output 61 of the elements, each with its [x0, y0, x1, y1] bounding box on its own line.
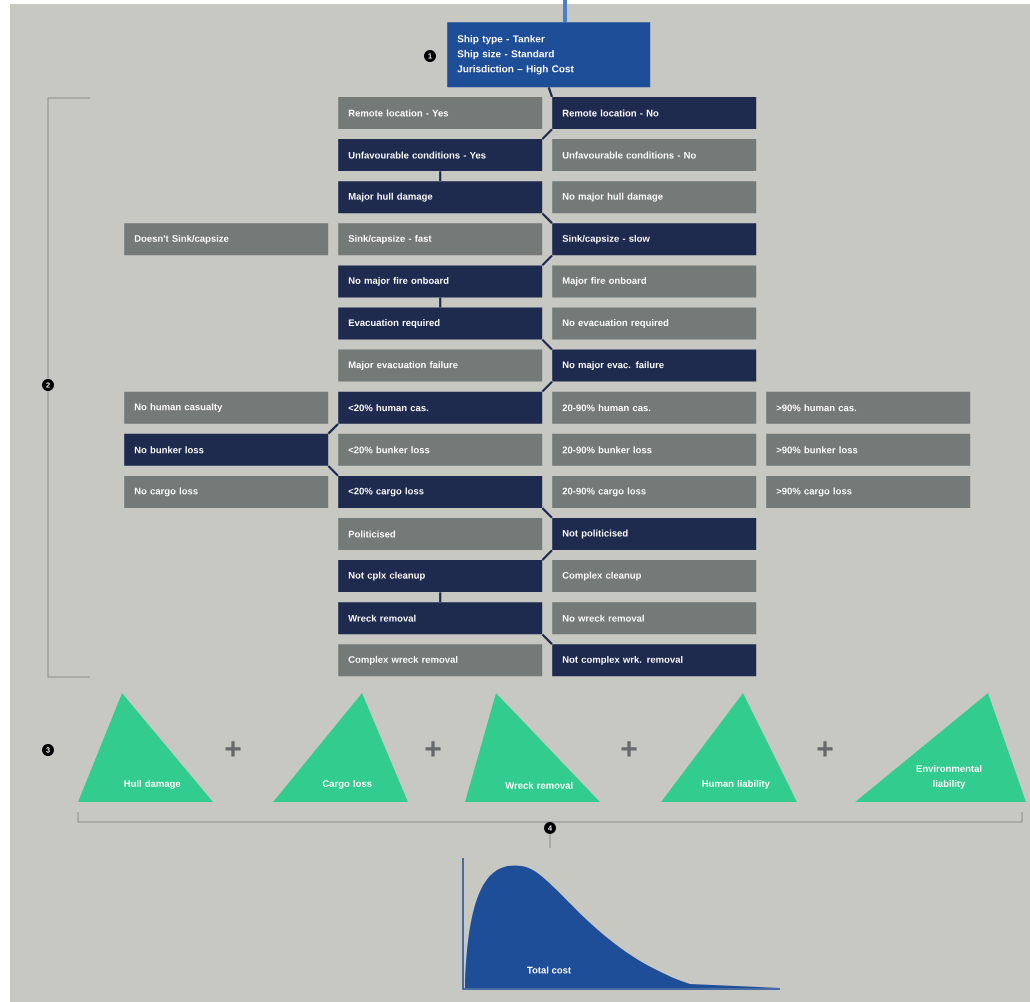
option-box: No major evac. failure — [552, 349, 757, 382]
connector-line — [541, 633, 553, 645]
plus-sign: + — [817, 741, 833, 757]
triangle-label: Environmental liability — [916, 764, 982, 789]
connector-line — [327, 423, 339, 435]
plus-sign: + — [621, 741, 637, 757]
connector-line — [541, 507, 553, 519]
option-box: Not cplx cleanup — [338, 560, 543, 593]
option-box: Sink/capsize - fast — [338, 223, 543, 256]
connector-line — [439, 297, 442, 308]
connector-line — [541, 381, 553, 393]
connector-line — [439, 592, 442, 602]
option-box: <20% human cas. — [338, 391, 543, 424]
plus-sign: + — [425, 741, 441, 757]
option-box: Unfavourable conditions - Yes — [338, 139, 543, 172]
option-box: >90% bunker loss — [766, 433, 971, 466]
connector-line — [439, 171, 442, 181]
scenario-box: Ship type - Tanker Ship size - Standard Jurisdiction – High Cost — [447, 22, 651, 88]
option-box: >90% human cas. — [766, 391, 971, 424]
connector-line — [541, 338, 553, 351]
option-box: Evacuation required — [338, 307, 543, 340]
option-box: Remote location - No — [552, 97, 757, 129]
curve-label: Total cost — [527, 966, 571, 974]
option-box: <20% bunker loss — [338, 433, 543, 466]
option-box: Complex wreck removal — [338, 644, 543, 677]
connector-line — [541, 128, 553, 140]
option-box: Remote location - Yes — [338, 97, 543, 129]
option-box: Unfavourable conditions - No — [552, 139, 757, 172]
connector-line — [547, 87, 554, 98]
option-box: No major fire onboard — [338, 265, 543, 298]
option-box: <20% cargo loss — [338, 475, 543, 508]
triangle-label: Cargo loss — [322, 779, 372, 789]
option-box: No major hull damage — [552, 181, 757, 214]
option-box: No wreck removal — [552, 602, 757, 635]
plus-sign: + — [225, 741, 241, 757]
option-box: Sink/capsize - slow — [552, 223, 757, 256]
option-box: >90% cargo loss — [766, 475, 971, 508]
option-box: Major fire onboard — [552, 265, 757, 298]
option-box: 20-90% human cas. — [552, 391, 757, 424]
triangle-label: Hull damage — [124, 779, 181, 789]
connector-line — [541, 549, 553, 561]
option-box: Wreck removal — [338, 602, 543, 635]
connector-line — [563, 0, 567, 22]
option-box: No cargo loss — [124, 475, 329, 508]
option-box: No evacuation required — [552, 307, 757, 340]
connector-line — [541, 212, 553, 224]
triangle-label: Human liability — [702, 779, 770, 789]
option-box: No human casualty — [124, 391, 329, 424]
option-box: Major evacuation failure — [338, 349, 543, 382]
option-box: Major hull damage — [338, 181, 543, 214]
option-box: Not complex wrk. removal — [552, 644, 757, 677]
option-box: 20-90% bunker loss — [552, 433, 757, 466]
option-box: 20-90% cargo loss — [552, 475, 757, 508]
option-box: Complex cleanup — [552, 560, 757, 593]
option-box: No bunker loss — [124, 433, 329, 466]
option-box: Politicised — [338, 518, 543, 550]
connector-line — [541, 254, 553, 266]
connector-line — [327, 465, 339, 477]
triangle-label: Wreck removal — [505, 781, 573, 789]
option-box: Doesn't Sink/capsize — [124, 223, 329, 256]
option-box: Not politicised — [552, 518, 757, 550]
